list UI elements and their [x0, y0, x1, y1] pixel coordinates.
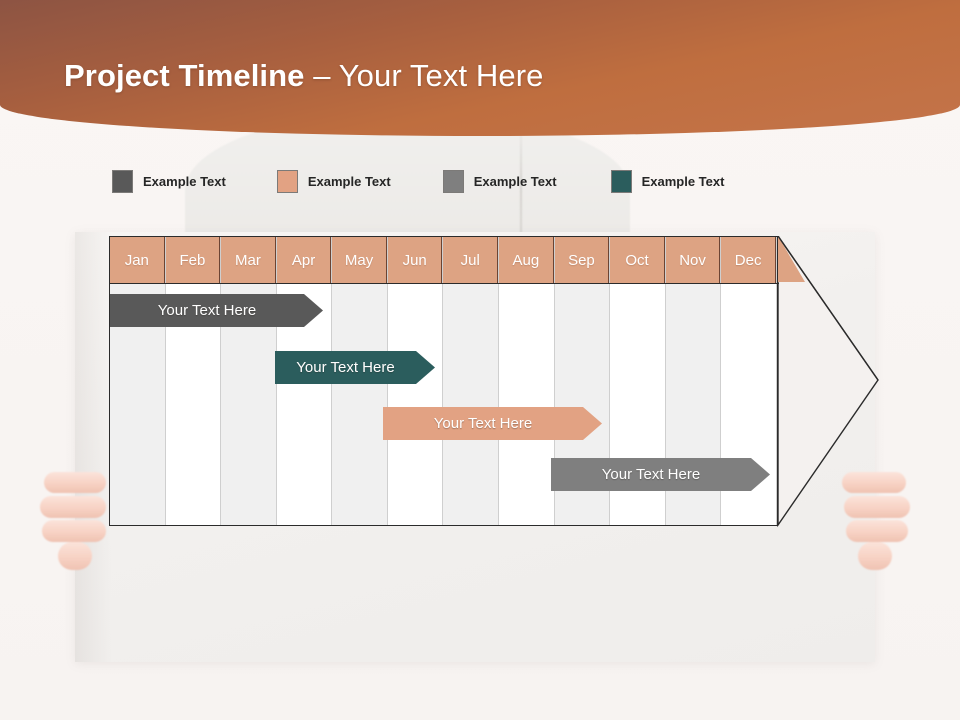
month-header: Jun [387, 237, 443, 283]
month-header: Oct [610, 237, 665, 283]
shirt-seam [520, 120, 522, 335]
task-bar-label: Your Text Here [433, 415, 533, 432]
month-cell [387, 283, 443, 525]
right-hand [828, 470, 910, 590]
page-title-bold: Project Timeline [64, 58, 305, 93]
month-header: Mar [221, 237, 276, 283]
month-cell [443, 283, 499, 525]
legend-item-2[interactable]: Example Text [276, 170, 391, 193]
month-column-jun: Jun [387, 237, 444, 525]
month-column-may: May [332, 237, 388, 525]
task-bar-2[interactable]: Your Text Here [275, 351, 435, 384]
task-bar-4[interactable]: Your Text Here [551, 458, 770, 491]
legend-item-label: Example Text [143, 174, 226, 189]
month-header: Feb [165, 237, 221, 283]
legend-swatch-icon [610, 170, 632, 193]
page-title: Project Timeline – Your Text Here [64, 58, 543, 94]
legend-item-4[interactable]: Example Text [610, 170, 725, 193]
header-divider [110, 283, 779, 285]
legend-item-label: Example Text [473, 174, 557, 189]
task-bar-label: Your Text Here [601, 466, 701, 483]
task-bar-1[interactable]: Your Text Here [110, 294, 323, 327]
month-column-jan: Jan [110, 237, 166, 525]
legend-item-label: Example Text [307, 174, 391, 189]
header-banner: Project Timeline – Your Text Here [0, 0, 960, 136]
legend-swatch-icon [112, 170, 133, 193]
month-cell [332, 283, 387, 525]
task-bar-3[interactable]: Your Text Here [383, 407, 602, 440]
month-header: Apr [276, 237, 332, 283]
month-column-feb: Feb [165, 237, 222, 525]
month-column-mar: Mar [221, 237, 277, 525]
legend-item-1[interactable]: Example Text [112, 170, 226, 193]
month-header: Aug [499, 237, 554, 283]
left-hand [40, 470, 118, 590]
legend: Example Text Example Text Example Text E… [112, 170, 724, 193]
page-title-light: – Your Text Here [304, 58, 544, 93]
month-header: Dec [721, 237, 776, 283]
legend-swatch-icon [442, 170, 464, 193]
month-column-aug: Aug [499, 237, 555, 525]
legend-item-label: Example Text [641, 174, 725, 189]
legend-item-3[interactable]: Example Text [442, 170, 557, 193]
task-bar-label: Your Text Here [296, 359, 395, 376]
month-header: May [332, 237, 387, 283]
month-column-jul: Jul [443, 237, 500, 525]
legend-swatch-icon [276, 170, 298, 193]
task-bar-label: Your Text Here [157, 302, 257, 319]
month-header: Sep [554, 237, 610, 283]
month-header: Jul [443, 237, 499, 283]
month-cell [499, 283, 554, 525]
month-header: Jan [110, 237, 165, 283]
board-left-shadow [75, 232, 111, 662]
month-header: Nov [665, 237, 721, 283]
